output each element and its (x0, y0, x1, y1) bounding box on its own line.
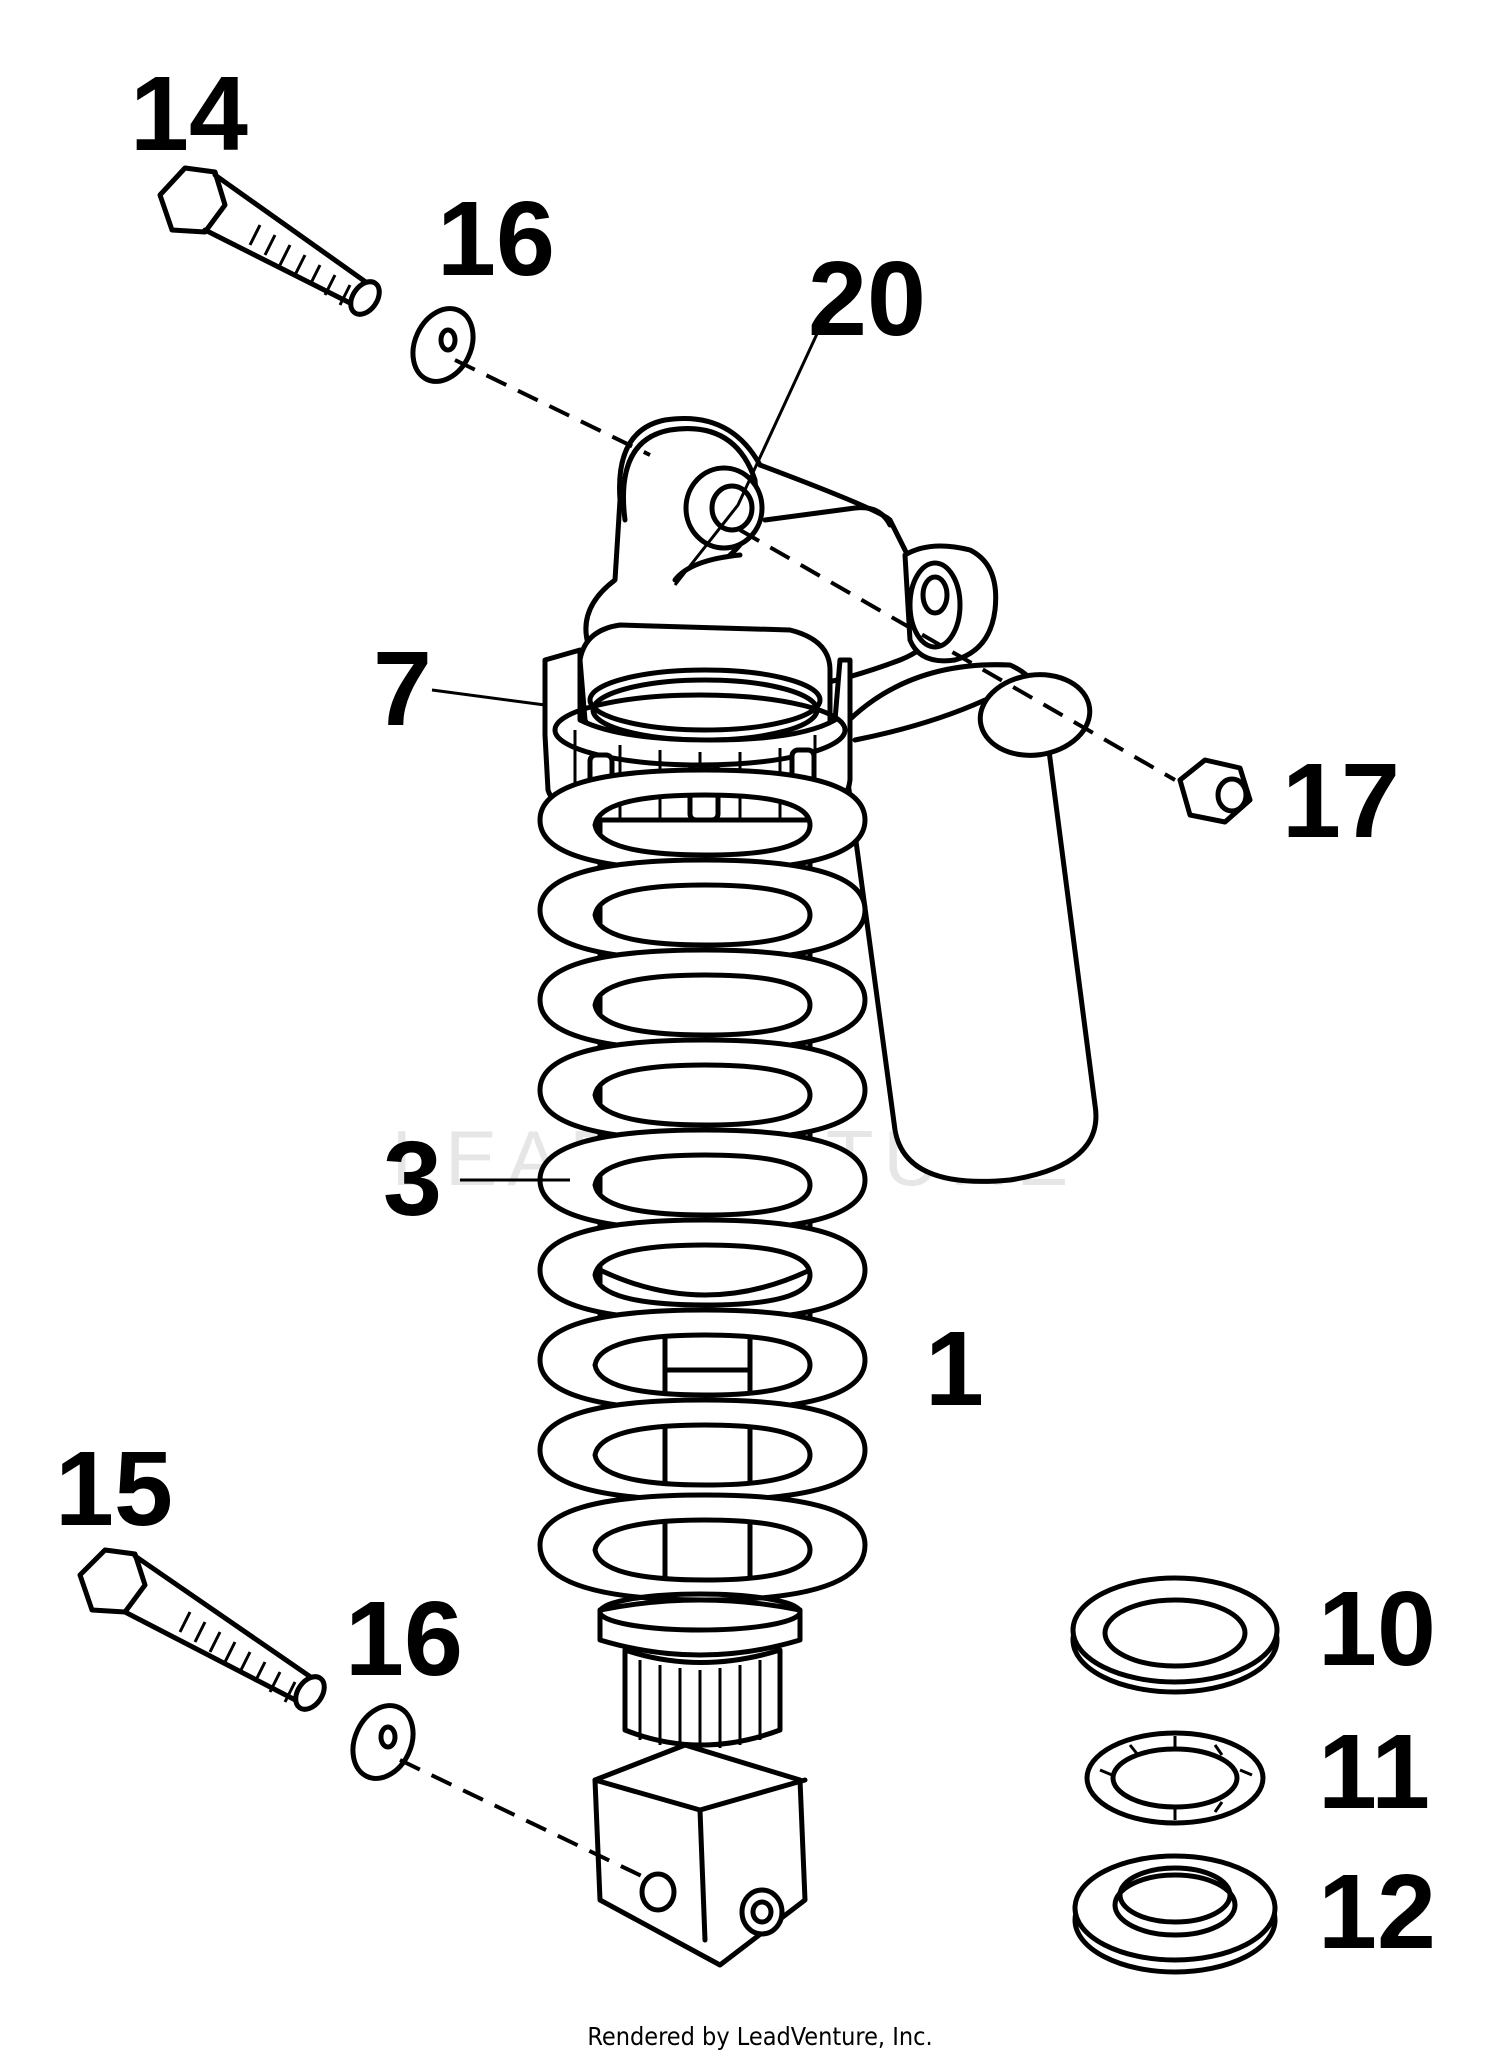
callout-17: 17 (1282, 742, 1400, 860)
washer-ring-11 (1084, 1730, 1266, 1826)
washer-16-bottom (350, 1703, 416, 1781)
callout-7: 7 (373, 630, 432, 748)
shock-head-collar (577, 622, 833, 763)
callout-15: 15 (55, 1430, 173, 1548)
callout-16-top: 16 (437, 180, 555, 298)
leader-20 (673, 309, 830, 586)
callout-3: 3 (383, 1120, 442, 1238)
nut-17 (1177, 757, 1253, 825)
callout-14: 14 (130, 55, 248, 173)
callout-16-bottom: 16 (345, 1580, 463, 1698)
seal-cup-12 (1072, 1853, 1278, 1975)
bolt-14 (157, 165, 382, 317)
callout-20: 20 (808, 240, 926, 358)
callout-1: 1 (925, 1310, 984, 1428)
callout-12: 12 (1318, 1853, 1436, 1971)
footer-credit: Rendered by LeadVenture, Inc. (587, 2022, 932, 2051)
reservoir (832, 662, 1099, 1184)
dashed-line-top-bolt (454, 358, 651, 457)
dashed-line-bottom-bolt (399, 1758, 651, 1882)
seal-ring-10 (1070, 1575, 1280, 1695)
lower-clevis-mount (592, 1742, 808, 1968)
lower-spring-seat (597, 1591, 803, 1750)
callout-11: 11 (1318, 1713, 1430, 1831)
washer-16-top (410, 306, 476, 384)
shock-body (597, 817, 813, 1583)
callout-10: 10 (1318, 1570, 1436, 1688)
leader-7 (431, 688, 546, 707)
coil-spring (537, 767, 868, 1603)
bolt-15 (77, 1547, 327, 1712)
dashed-line-nut (739, 528, 1176, 782)
